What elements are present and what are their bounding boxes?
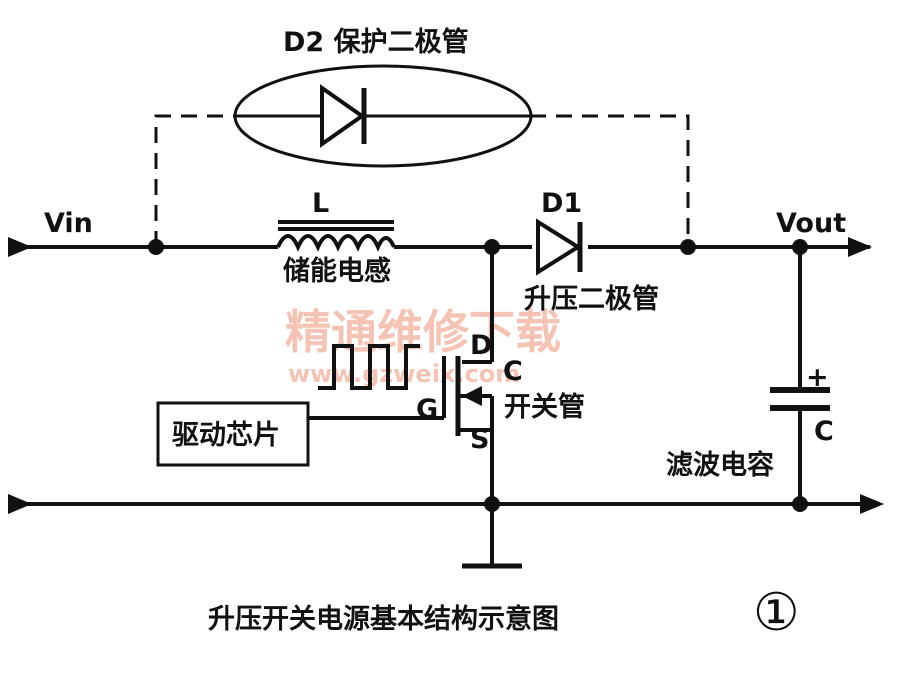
driver-chip-label: 驱动芯片 xyxy=(172,420,280,451)
d2-title-label: D2 保护二极管 xyxy=(283,27,469,58)
d2-dashed-right xyxy=(530,114,690,247)
node-vin xyxy=(148,239,164,255)
inductor-name-label: 储能电感 xyxy=(283,255,391,287)
filter-capacitor xyxy=(770,247,830,504)
figure-number: ① xyxy=(753,583,800,643)
watermark-text: 精通维修下载 xyxy=(285,305,561,359)
mosfet-name-label: 开关管 xyxy=(504,392,585,423)
inductor-coil xyxy=(276,220,396,252)
mosfet-switch xyxy=(308,247,494,566)
diagram-title: 升压开关电源基本结构示意图 xyxy=(208,603,559,635)
capacitor-name-label: 滤波电容 xyxy=(666,449,774,481)
ground-rail-arrow-right xyxy=(860,494,884,514)
d2-diode xyxy=(236,84,530,148)
d2-dashed-left xyxy=(154,114,236,247)
d1-symbol-label: D1 xyxy=(541,188,582,219)
pwm-waveform xyxy=(318,344,420,390)
ground-rail-arrow-left xyxy=(8,494,32,514)
vout-arrow xyxy=(848,237,872,257)
d1-diode xyxy=(536,218,583,276)
vin-arrow xyxy=(8,237,32,257)
inductor-symbol-label: L xyxy=(312,188,329,219)
mosfet-c-label: C xyxy=(503,356,523,387)
d2-highlight-ellipse xyxy=(233,64,533,168)
capacitor-symbol-label: C xyxy=(814,416,834,447)
mosfet-source-label: S xyxy=(470,424,489,455)
driver-chip-box xyxy=(156,401,310,467)
d1-name-label: 升压二极管 xyxy=(524,284,659,315)
vin-label: Vin xyxy=(44,208,93,239)
node-d1-cathode xyxy=(680,239,696,255)
capacitor-plus-label: + xyxy=(806,362,829,393)
vout-label: Vout xyxy=(776,208,846,239)
mosfet-drain-label: D xyxy=(470,330,492,361)
mosfet-gate-label: G xyxy=(416,394,438,425)
